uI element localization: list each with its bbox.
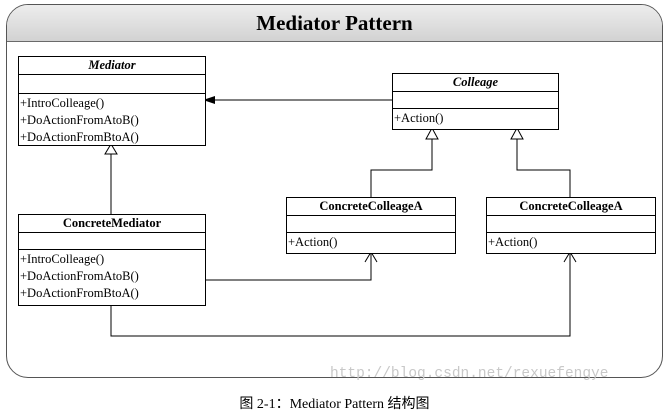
operation: +IntroColleage() <box>20 252 105 266</box>
attributes-compartment <box>393 92 558 109</box>
class-name: ConcreteMediator <box>19 215 205 233</box>
operations-compartment: +Action() <box>393 109 558 127</box>
attributes-compartment <box>19 233 205 250</box>
operation: +IntroColleage() <box>20 96 105 110</box>
figure-caption: 图 2-1：Mediator Pattern 结构图 <box>239 397 430 412</box>
generalization-arrowhead <box>510 126 524 140</box>
association-arrowhead <box>203 96 215 104</box>
operations-compartment: +IntroColleage() +DoActionFromAtoB() +Do… <box>19 94 205 146</box>
class-name: Colleage <box>393 74 558 92</box>
diagram-title: Mediator Pattern <box>256 11 413 35</box>
generalization-concretecolleageb-to-colleage <box>516 139 571 197</box>
class-concrete-colleage-a: ConcreteColleageA +Action() <box>286 197 456 254</box>
class-concrete-colleage-b: ConcreteColleageA +Action() <box>486 197 656 254</box>
association-concretemediator-to-colleagea <box>204 252 372 281</box>
generalization-arrowhead <box>104 143 118 155</box>
class-name: Mediator <box>19 57 205 75</box>
class-name: ConcreteColleageA <box>487 198 655 216</box>
class-colleage: Colleage +Action() <box>392 73 559 130</box>
operation: +Action() <box>488 235 538 249</box>
association-concretemediator-to-colleageb <box>110 252 571 337</box>
operation: +Action() <box>288 235 338 249</box>
attributes-compartment <box>487 216 655 233</box>
frame-header <box>7 5 662 42</box>
watermark: http://blog.csdn.net/rexuefengye <box>330 366 609 382</box>
operation: +Action() <box>394 111 444 125</box>
attributes-compartment <box>19 75 205 94</box>
operations-compartment: +Action() <box>287 233 455 251</box>
operations-compartment: +Action() <box>487 233 655 251</box>
class-name: ConcreteColleageA <box>287 198 455 216</box>
attributes-compartment <box>287 216 455 233</box>
class-concrete-mediator: ConcreteMediator +IntroColleage() +DoAct… <box>18 214 206 306</box>
operation: +DoActionFromBtoA() <box>20 286 139 300</box>
operation: +DoActionFromAtoB() <box>20 269 139 283</box>
operations-compartment: +IntroColleage() +DoActionFromAtoB() +Do… <box>19 250 205 302</box>
operation: +DoActionFromAtoB() <box>20 113 139 127</box>
operation: +DoActionFromBtoA() <box>20 130 139 144</box>
generalization-concretecolleagea-to-colleage <box>370 139 433 197</box>
class-mediator: Mediator +IntroColleage() +DoActionFromA… <box>18 56 206 146</box>
generalization-arrowhead <box>425 126 439 140</box>
